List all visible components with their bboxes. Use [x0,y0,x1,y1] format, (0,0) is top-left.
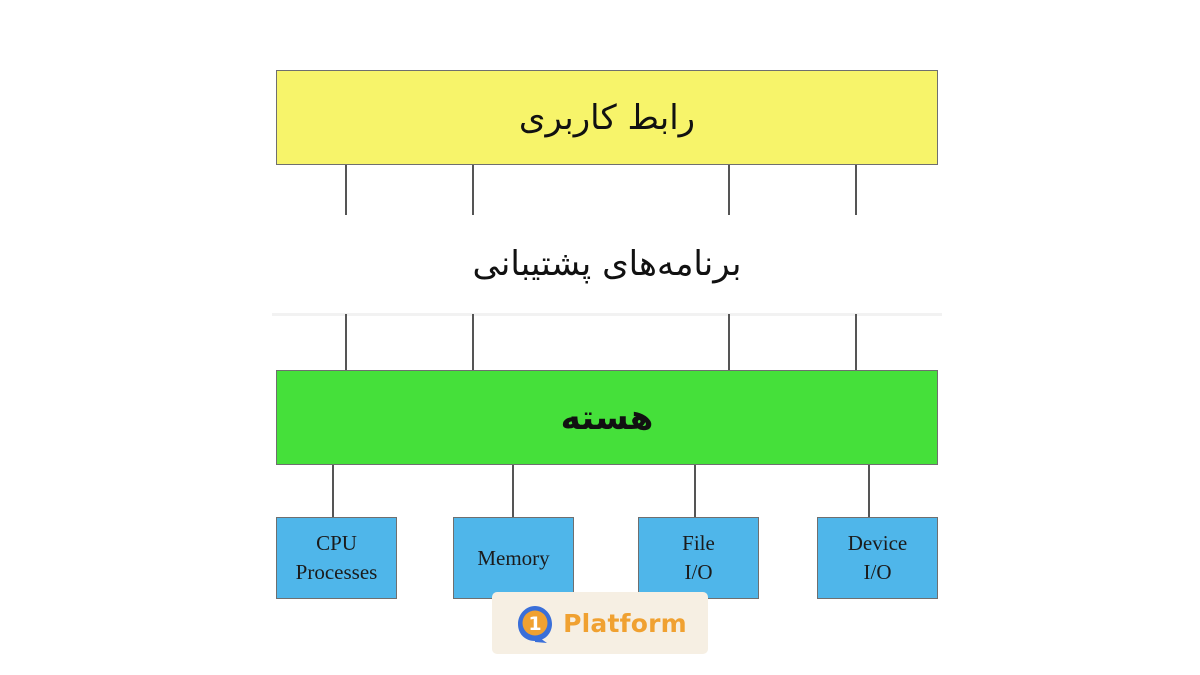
unit-device-io: Device I/O [817,517,938,599]
connector-line [472,314,474,370]
unit-label: Memory [477,545,550,570]
user-interface-layer: رابط کاربری [276,70,938,165]
connector-line [694,465,696,517]
connector-line [855,314,857,370]
unit-file-io: File I/O [638,517,759,599]
platform-wordmark: Platform [563,608,687,638]
connector-line [472,165,474,215]
kernel-layer: هسته [276,370,938,465]
connector-line [728,165,730,215]
connector-line [868,465,870,517]
unit-label: I/O [863,560,892,584]
unit-label: Device [847,531,908,555]
connector-line [332,465,334,517]
support-programs-label: برنامه‌های پشتیبانی [472,244,742,284]
platform-logo-icon: 1 [518,606,553,643]
connector-line [855,165,857,215]
connector-line [512,465,514,517]
connector-line [728,314,730,370]
unit-label: File [682,531,715,555]
user-interface-label: رابط کاربری [518,97,696,138]
support-programs-layer: برنامه‌های پشتیبانی [276,228,938,300]
platform-logo-glyph: 1 [529,613,542,635]
unit-label: I/O [684,560,713,584]
platform-watermark: 1 Platform [492,592,708,654]
unit-cpu-processes: CPU Processes [276,517,397,599]
unit-memory: Memory [453,517,574,599]
connector-line [345,314,347,370]
unit-label: CPU [316,531,357,555]
kernel-label: هسته [560,397,654,438]
connector-line [345,165,347,215]
unit-label: Processes [295,560,378,584]
divider [272,313,942,316]
